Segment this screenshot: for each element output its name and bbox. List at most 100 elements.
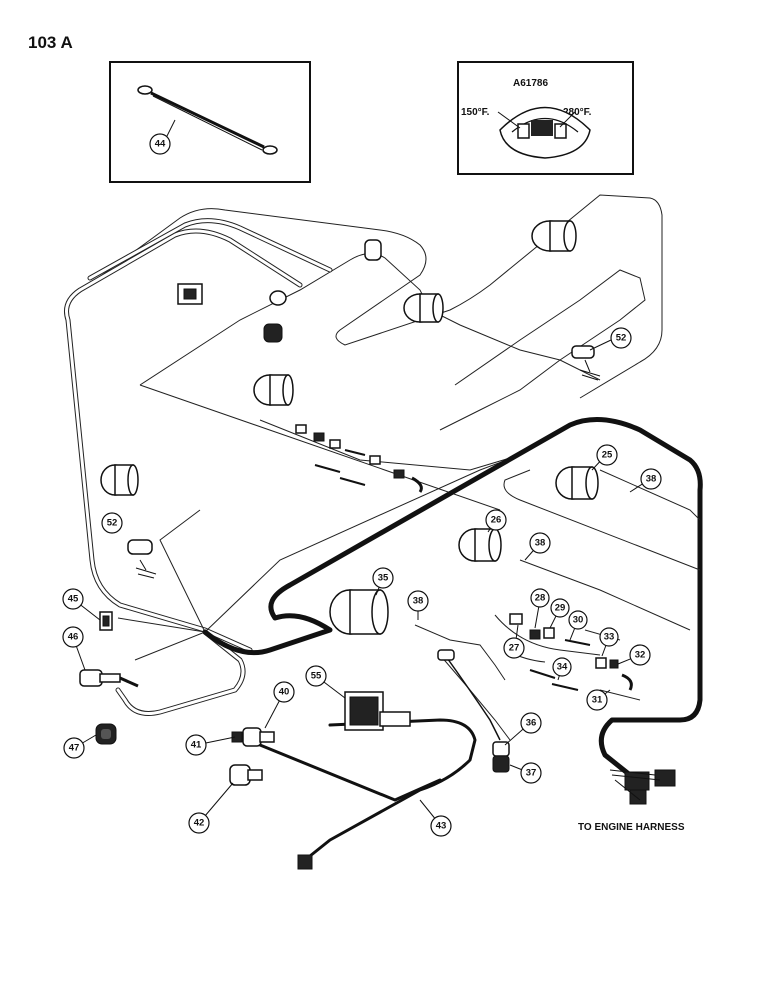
gauge-part-number: A61786 bbox=[513, 78, 548, 89]
harness-branch-middle bbox=[139, 384, 521, 511]
sender-52-top bbox=[571, 345, 601, 381]
gauge-top-middle bbox=[403, 293, 444, 323]
svg-text:47: 47 bbox=[69, 743, 80, 754]
svg-text:35: 35 bbox=[378, 573, 389, 584]
parts-27-34 bbox=[509, 613, 633, 691]
callout-31: 31 bbox=[586, 689, 608, 711]
svg-text:41: 41 bbox=[191, 740, 202, 751]
svg-text:33: 33 bbox=[604, 632, 615, 643]
regulator-55 bbox=[344, 691, 411, 731]
svg-text:31: 31 bbox=[592, 695, 603, 706]
svg-text:40: 40 bbox=[279, 687, 290, 698]
callout-55: 55 bbox=[305, 665, 327, 687]
callouts: 44 52 52 25 38 26 38 35 38 28 29 30 27 3… bbox=[62, 133, 662, 837]
relay-45 bbox=[99, 611, 113, 631]
svg-text:43: 43 bbox=[436, 821, 447, 832]
svg-text:45: 45 bbox=[68, 594, 79, 605]
callout-41: 41 bbox=[185, 734, 207, 756]
switch-42 bbox=[229, 764, 263, 786]
callout-33: 33 bbox=[599, 627, 619, 647]
callout-47: 47 bbox=[63, 737, 85, 759]
callout-34: 34 bbox=[552, 657, 572, 677]
engine-connector bbox=[609, 769, 676, 805]
callout-36: 36 bbox=[520, 712, 542, 734]
svg-text:55: 55 bbox=[311, 671, 322, 682]
svg-text:52: 52 bbox=[616, 333, 627, 344]
main-harness-left-2-inner bbox=[88, 219, 332, 280]
main-harness-left-inner bbox=[65, 229, 302, 652]
gauge-26 bbox=[458, 528, 502, 562]
callout-28: 28 bbox=[530, 588, 550, 608]
switch-37 bbox=[492, 755, 510, 773]
sender-36 bbox=[437, 649, 510, 757]
harness-branch-lower bbox=[139, 253, 601, 386]
inset-temperature-gauge: A61786 150°F. 280°F. bbox=[457, 61, 634, 175]
engine-harness-heavy bbox=[202, 417, 703, 778]
harness-end-connector bbox=[297, 854, 313, 870]
main-harness-left-2 bbox=[87, 218, 333, 281]
page-number: 103 A bbox=[28, 33, 73, 52]
svg-text:44: 44 bbox=[155, 139, 166, 150]
callout-26: 26 bbox=[485, 509, 507, 531]
callout-45: 45 bbox=[62, 588, 84, 610]
harness-43-branch bbox=[258, 743, 442, 802]
svg-text:25: 25 bbox=[602, 450, 613, 461]
sender-52-left bbox=[127, 539, 157, 579]
svg-text:46: 46 bbox=[68, 632, 79, 643]
grommet-47 bbox=[95, 723, 117, 745]
harness-branch-inner bbox=[439, 269, 646, 431]
callout-52-left: 52 bbox=[101, 512, 123, 534]
callout-30: 30 bbox=[568, 610, 588, 630]
callout-37: 37 bbox=[520, 762, 542, 784]
grommet-top bbox=[263, 323, 283, 343]
callout-38-right: 38 bbox=[640, 468, 662, 490]
svg-text:32: 32 bbox=[635, 650, 646, 661]
svg-text:36: 36 bbox=[526, 718, 537, 729]
gauge-25 bbox=[555, 466, 599, 500]
small-parts-row bbox=[295, 424, 423, 493]
callout-44: 44 bbox=[149, 133, 171, 155]
svg-text:29: 29 bbox=[555, 603, 566, 614]
callout-43: 43 bbox=[430, 815, 452, 837]
svg-text:52: 52 bbox=[107, 518, 118, 529]
harness-to-45 bbox=[117, 454, 521, 661]
callout-25: 25 bbox=[596, 444, 618, 466]
svg-text:38: 38 bbox=[646, 474, 657, 485]
callout-46: 46 bbox=[62, 626, 84, 648]
callout-40: 40 bbox=[273, 681, 295, 703]
callout-42: 42 bbox=[188, 812, 210, 834]
connector-block-top bbox=[177, 283, 203, 305]
gauge-temp-low: 150°F. bbox=[461, 107, 490, 118]
callout-35: 35 bbox=[372, 567, 394, 589]
switch-46 bbox=[79, 669, 139, 688]
svg-text:37: 37 bbox=[526, 768, 537, 779]
switch-40 bbox=[231, 727, 275, 747]
bulb-socket-top bbox=[364, 239, 382, 261]
gauge-top-right bbox=[531, 220, 577, 252]
svg-text:28: 28 bbox=[535, 593, 546, 604]
callout-38-middle: 38 bbox=[529, 532, 551, 554]
bulb-top-left bbox=[269, 290, 287, 306]
harness-43 bbox=[303, 718, 477, 862]
gauge-temp-high: 280°F. bbox=[563, 107, 592, 118]
gauge-center-left bbox=[253, 374, 294, 406]
callout-38-left: 38 bbox=[407, 590, 429, 612]
svg-text:30: 30 bbox=[573, 615, 584, 626]
harness-outline bbox=[67, 194, 663, 399]
svg-text:38: 38 bbox=[413, 596, 424, 607]
engine-harness-note: TO ENGINE HARNESS bbox=[578, 822, 685, 833]
svg-text:26: 26 bbox=[491, 515, 502, 526]
svg-text:27: 27 bbox=[509, 643, 520, 654]
svg-text:38: 38 bbox=[535, 538, 546, 549]
gauge-35 bbox=[329, 589, 389, 635]
svg-text:42: 42 bbox=[194, 818, 205, 829]
svg-text:34: 34 bbox=[557, 662, 568, 673]
callout-27: 27 bbox=[503, 637, 525, 659]
callout-32: 32 bbox=[629, 644, 651, 666]
callout-29: 29 bbox=[550, 598, 570, 618]
left-branch-loop-inner bbox=[116, 630, 245, 715]
gauge-left bbox=[100, 464, 139, 496]
callout-52-top: 52 bbox=[610, 327, 632, 349]
inset-ground-strap bbox=[109, 61, 311, 183]
